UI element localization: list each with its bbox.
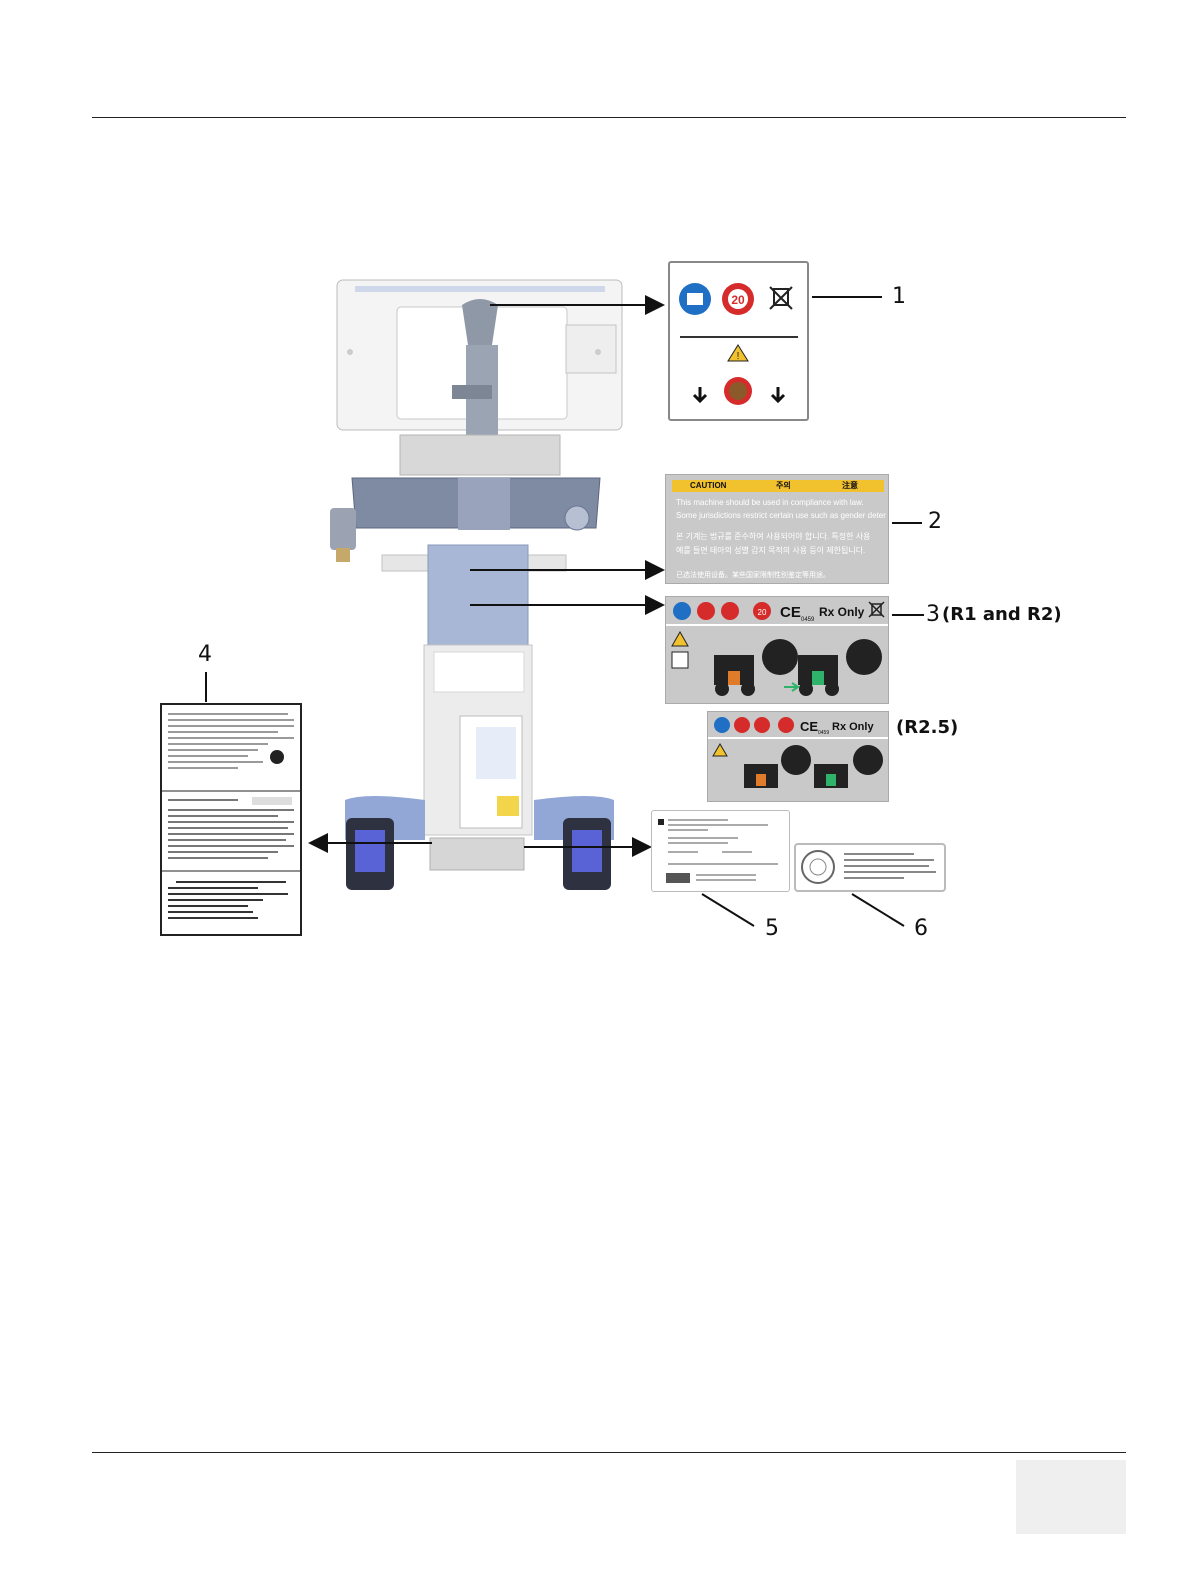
notified-body-number: 0459 [801,617,815,623]
rohs-20-text: 20 [758,608,767,617]
caution-en: CAUTION [690,480,726,492]
read-manual-icon [673,602,691,620]
release-detail-icon [846,639,882,675]
svg-text:!: ! [737,351,740,362]
callout-line-3 [892,614,924,616]
label-5-rating-plate [651,810,790,892]
callout-5: 5 [765,916,779,941]
warning-icon [713,744,727,756]
caution-ko: 주의 [776,480,791,492]
rohs-20-icon [778,717,794,733]
release-detail-icon [853,745,883,775]
callout-2: 2 [928,509,942,534]
callout-1: 1 [892,284,906,309]
callout-line-2 [892,522,922,524]
notified-body-number: 0459 [818,730,829,736]
callout-6: 6 [914,916,928,941]
no-push-icon [697,602,715,620]
caution-line-1: This machine should be used in complianc… [676,498,886,507]
cart-locked-icon [714,655,755,696]
caution-line-3: 본 기계는 법규를 준수하여 사용되어야 합니다. 특정한 사용 [676,531,886,542]
no-sit-icon [721,602,739,620]
page-number-box [1016,1460,1126,1534]
footer-rule [92,1452,1126,1453]
arrow-down-icon [694,387,706,401]
caution-zh: 注意 [842,480,858,492]
caution-line-5: 已选法使用设备。某些国家限制性别鉴定等用途。 [676,570,886,580]
label-2-caution: CAUTION 주의 注意 This machine should be use… [665,474,889,584]
callout-line-4 [205,672,207,702]
rohs-20-text: 20 [731,293,745,307]
callout-3-alt-revision: (R2.5) [896,717,958,738]
rohs-20-icon [270,750,284,764]
caution-line-2: Some jurisdictions restrict certain use … [676,511,886,520]
label-3-r2-5: CE 0459 Rx Only [707,711,889,802]
brake-detail-icon [762,639,798,675]
data-matrix-code [666,873,690,883]
no-sit-icon [754,717,770,733]
rx-only-text: Rx Only [832,721,874,733]
warning-icon [672,632,688,646]
callout-line-1 [812,296,882,298]
cart-locked-icon [744,764,778,788]
ul-mark-icon [802,851,834,883]
type-bf-icon [672,652,688,668]
callout-lines-5-6 [690,890,930,930]
weee-bin-icon [869,602,884,617]
caution-line-4: 예를 들면 태아의 성별 감지 목적의 사용 등이 제한됩니다. [676,545,886,556]
rx-only-text: Rx Only [819,605,865,619]
label-3-r1-r2: 20 CE 0459 Rx Only [665,596,889,704]
callout-4: 4 [198,642,212,667]
no-push-icon [734,717,750,733]
brake-detail-icon [781,745,811,775]
cart-column [424,545,532,835]
weee-bin-icon [770,287,792,309]
ce-mark: CE [800,719,818,734]
ce-mark: CE [780,604,801,621]
callout-3: 3 [926,602,940,627]
label-1: 20 ! [668,261,809,421]
manufacturer-icon [658,819,664,825]
label-6-ul-mark [794,843,946,892]
read-manual-icon [714,717,730,733]
cart-unlocked-icon [814,764,848,788]
label-4-regulatory [160,703,302,936]
callout-3-revision: (R1 and R2) [942,604,1062,625]
caution-header: CAUTION 주의 注意 [672,480,884,492]
